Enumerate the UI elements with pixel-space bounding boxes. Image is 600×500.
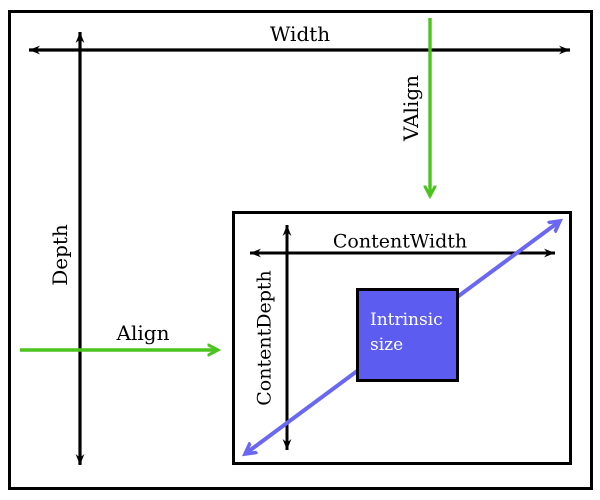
align-label: Align xyxy=(116,321,170,345)
content-depth-label: ContentDepth xyxy=(253,270,276,406)
width-label: Width xyxy=(269,22,331,46)
outer-container-box xyxy=(8,10,593,490)
content-width-label: ContentWidth xyxy=(332,230,468,253)
content-box xyxy=(232,211,572,465)
depth-label: Depth xyxy=(48,224,72,286)
intrinsic-size-box: Intrinsic size xyxy=(356,288,459,382)
valign-label: VAlign xyxy=(399,74,423,142)
